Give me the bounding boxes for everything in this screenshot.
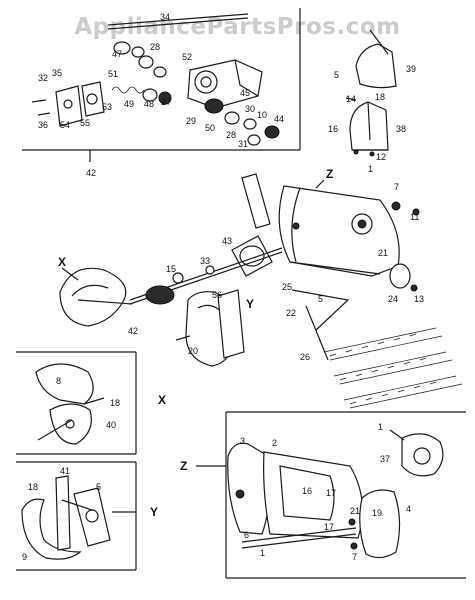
label-19: 19	[372, 508, 382, 518]
gearbox-detail-panel	[22, 8, 301, 162]
label-36: 36	[38, 120, 48, 130]
label-45: 45	[240, 88, 250, 98]
label-18c: 18	[28, 482, 38, 492]
label-33: 33	[200, 256, 210, 266]
label-1c: 1	[260, 548, 265, 558]
label-26: 26	[300, 352, 310, 362]
label-35: 35	[52, 68, 62, 78]
label-42: 42	[86, 168, 96, 178]
label-28: 28	[150, 42, 160, 52]
label-37: 37	[380, 454, 390, 464]
label-53: 53	[102, 102, 112, 112]
label-16: 16	[328, 124, 338, 134]
label-31: 31	[238, 139, 248, 149]
detail-y-letter: Y	[150, 505, 158, 519]
label-20: 20	[188, 346, 198, 356]
chute-assembly	[345, 29, 397, 157]
label-28b: 28	[226, 130, 236, 140]
label-32: 32	[38, 73, 48, 83]
label-14: 14	[346, 94, 356, 104]
detail-z-letter: Z	[180, 459, 187, 473]
label-13: 13	[414, 294, 424, 304]
tire-chains	[323, 327, 463, 409]
label-47: 47	[112, 49, 122, 59]
label-55: 55	[80, 118, 90, 128]
label-25: 25	[282, 282, 292, 292]
label-3: 3	[240, 436, 245, 446]
label-6: 6	[244, 530, 249, 540]
label-17b: 17	[324, 522, 334, 532]
label-38: 38	[396, 124, 406, 134]
label-42b: 42	[128, 326, 138, 336]
label-15: 15	[166, 264, 176, 274]
label-39: 39	[406, 64, 416, 74]
label-54: 54	[60, 120, 70, 130]
label-51: 51	[108, 69, 118, 79]
label-9: 9	[22, 552, 27, 562]
label-48: 48	[144, 99, 154, 109]
label-24: 24	[388, 294, 398, 304]
assembly-z-label: Z	[326, 167, 333, 181]
callout-labels: 34 47 28 52 32 35 51 45 53 49 48 27 36 5…	[22, 12, 424, 562]
label-12: 12	[376, 152, 386, 162]
detail-y-panel	[16, 461, 137, 571]
label-43: 43	[222, 236, 232, 246]
label-52: 52	[182, 52, 192, 62]
label-49: 49	[124, 99, 134, 109]
label-4: 4	[406, 504, 411, 514]
label-1: 1	[368, 164, 373, 174]
label-21: 21	[378, 248, 388, 258]
label-1b: 1	[378, 422, 383, 432]
label-2: 2	[272, 438, 277, 448]
label-5b: 5	[318, 294, 323, 304]
main-exploded-view	[59, 173, 463, 409]
label-8: 8	[56, 376, 61, 386]
label-29: 29	[186, 116, 196, 126]
label-34: 34	[160, 12, 170, 22]
label-41: 41	[60, 466, 70, 476]
assembly-y-label: Y	[246, 297, 254, 311]
detail-x-letter: X	[158, 393, 166, 407]
label-10: 10	[257, 110, 267, 120]
label-11: 11	[410, 212, 419, 222]
label-5: 5	[334, 70, 339, 80]
label-30: 30	[245, 104, 255, 114]
label-44: 44	[274, 114, 284, 124]
label-21b: 21	[350, 506, 360, 516]
label-27: 27	[161, 97, 171, 107]
label-40: 40	[106, 420, 116, 430]
label-50: 50	[205, 123, 215, 133]
label-18: 18	[375, 92, 385, 102]
label-5c: 5	[96, 482, 101, 492]
label-7b: 7	[352, 552, 357, 562]
detail-x-panel	[16, 351, 137, 455]
label-7: 7	[394, 182, 399, 192]
label-17: 17	[326, 488, 336, 498]
assembly-x-label: X	[58, 255, 66, 269]
detail-z-panel	[196, 411, 466, 579]
label-16b: 16	[302, 486, 312, 496]
label-56: 56	[212, 290, 222, 300]
label-18b: 18	[110, 398, 120, 408]
label-22: 22	[286, 308, 296, 318]
